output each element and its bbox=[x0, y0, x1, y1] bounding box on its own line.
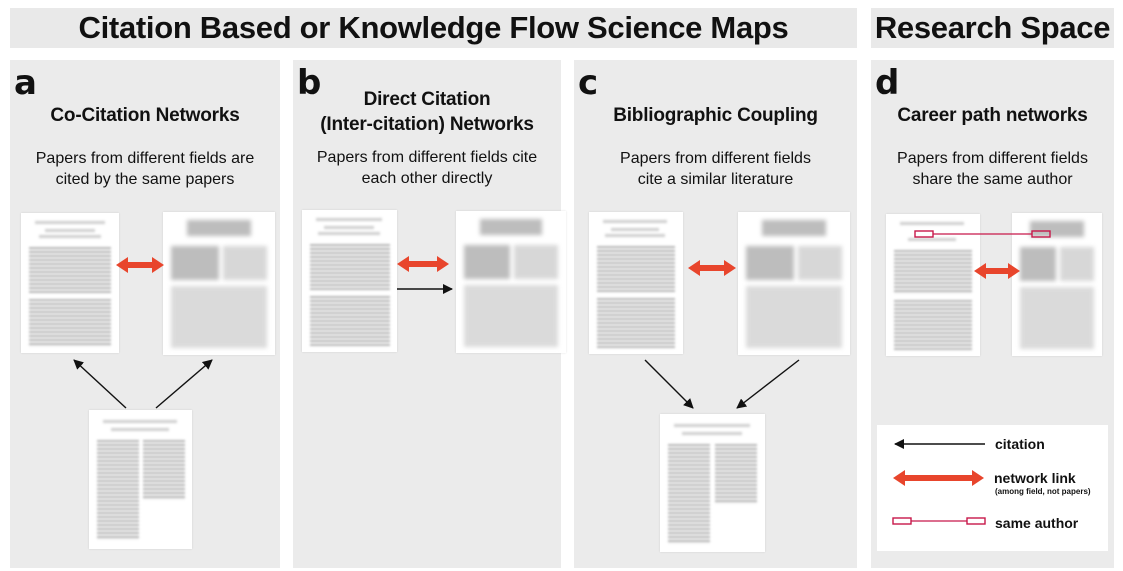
panel-desc-line2: cited by the same papers bbox=[55, 171, 235, 188]
panel-desc-line1: Papers from different fields cite bbox=[316, 149, 538, 166]
panel-letter: b bbox=[297, 63, 322, 103]
panel-desc-line1: Papers from different fields are bbox=[35, 150, 255, 167]
panel-desc-line2: share the same author bbox=[912, 171, 1073, 188]
panel-title: Co-Citation Networks bbox=[50, 105, 240, 126]
header-research-space-title: Research Space bbox=[874, 10, 1111, 45]
header-research-space: Research Space bbox=[871, 8, 1114, 48]
panel-desc-line2: each other directly bbox=[361, 170, 493, 187]
panel-title: Career path networks bbox=[897, 105, 1088, 126]
paper-thumbnail bbox=[21, 213, 119, 353]
header-citation-maps-title: Citation Based or Knowledge Flow Science… bbox=[78, 10, 789, 45]
panel-desc-line1: Papers from different fields bbox=[897, 150, 1088, 167]
paper-thumbnail bbox=[886, 214, 980, 356]
panel-letter: d bbox=[875, 63, 900, 103]
paper-thumbnail-blurred bbox=[738, 212, 850, 355]
paper-thumbnail-blurred bbox=[456, 211, 566, 353]
paper-thumbnail bbox=[89, 410, 192, 549]
paper-thumbnail bbox=[660, 414, 765, 552]
panel-desc-line1: Papers from different fields bbox=[620, 150, 811, 167]
panel-letter: a bbox=[14, 63, 37, 103]
panel-title: Bibliographic Coupling bbox=[613, 105, 818, 126]
legend-citation-label: citation bbox=[995, 436, 1045, 452]
panel-title-line1: Direct Citation bbox=[363, 89, 491, 110]
paper-thumbnail-blurred bbox=[1012, 213, 1102, 356]
paper-thumbnail-blurred bbox=[163, 212, 275, 355]
panel-title-line2: (Inter-citation) Networks bbox=[320, 114, 534, 135]
legend-network-link-label: network link bbox=[994, 470, 1076, 486]
legend: citation network link (among field, not … bbox=[877, 425, 1108, 551]
header-citation-maps: Citation Based or Knowledge Flow Science… bbox=[10, 8, 857, 48]
legend-same-author-label: same author bbox=[995, 515, 1079, 531]
panel-letter: c bbox=[578, 63, 599, 103]
panel-desc-line2: cite a similar literature bbox=[637, 171, 794, 188]
paper-thumbnail bbox=[302, 210, 397, 352]
legend-network-link-note: (among field, not papers) bbox=[995, 487, 1091, 496]
paper-thumbnail bbox=[589, 212, 683, 354]
